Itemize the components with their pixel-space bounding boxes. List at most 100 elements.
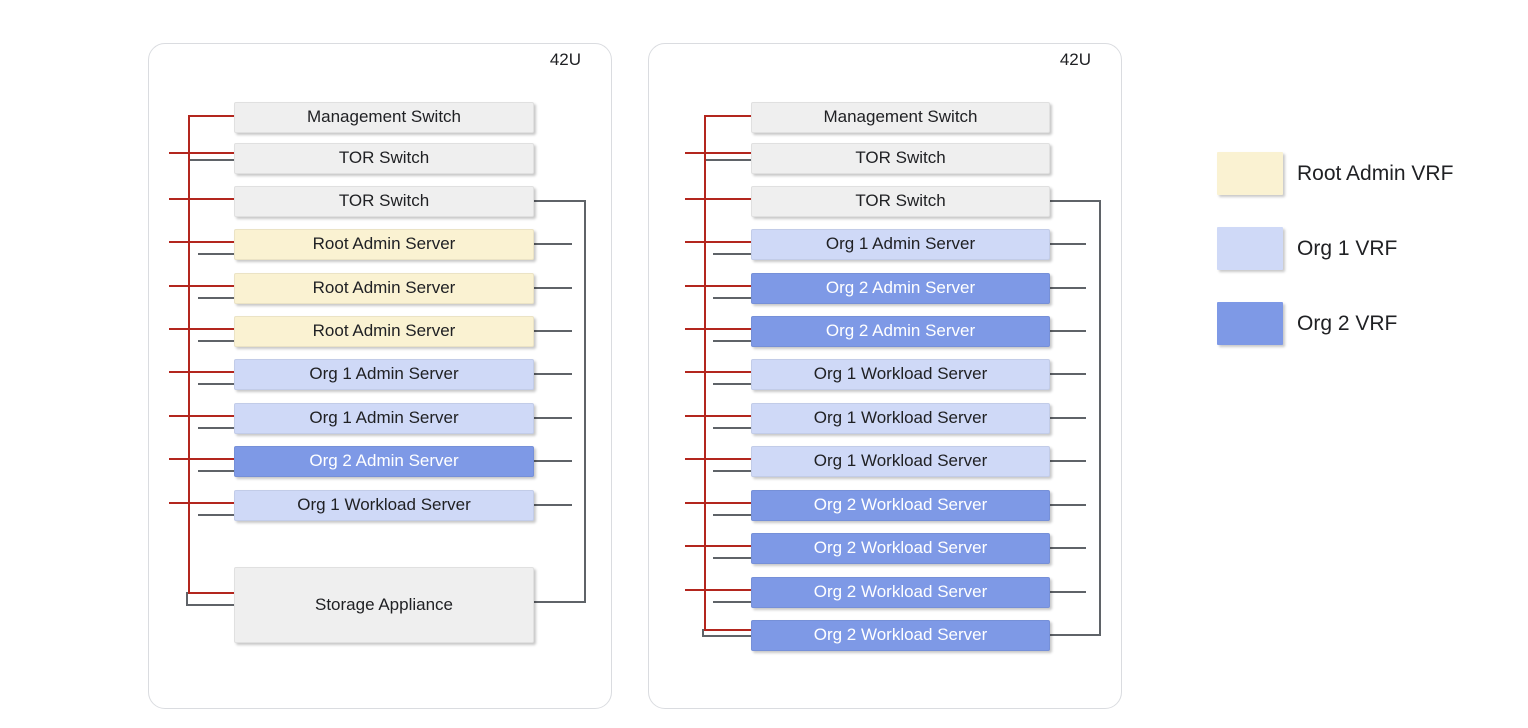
data-network-link	[702, 634, 751, 637]
rack-unit-tor-switch: TOR Switch	[751, 142, 1050, 174]
rack-unit-org-1-workload-server: Org 1 Workload Server	[234, 489, 534, 521]
rack-2-capacity-label: 42U	[1059, 50, 1091, 69]
data-network-link	[713, 514, 751, 516]
management-network-link	[685, 198, 751, 200]
data-network-trunk	[584, 200, 586, 603]
data-network-link	[198, 427, 234, 429]
rack-unit-tor-switch: TOR Switch	[234, 185, 534, 217]
management-network-link	[169, 415, 234, 417]
data-network-stub	[1050, 243, 1086, 245]
management-network-link	[169, 328, 234, 330]
data-network-link	[713, 297, 751, 299]
rack-unit-org-2-workload-server: Org 2 Workload Server	[751, 576, 1050, 608]
data-network-stub	[1050, 330, 1086, 332]
management-network-link	[169, 285, 234, 287]
data-network-stub	[1050, 591, 1086, 593]
rack-unit-org-2-workload-server: Org 2 Workload Server	[751, 489, 1050, 521]
data-network-stub	[1050, 417, 1086, 419]
management-network-link	[685, 285, 751, 287]
legend-swatch-root-admin-vrf	[1217, 152, 1283, 195]
legend-swatch-org-1-vrf	[1217, 227, 1283, 270]
management-network-link	[685, 502, 751, 504]
data-network-link	[713, 253, 751, 255]
data-network-stub	[534, 330, 572, 332]
management-network-link	[169, 241, 234, 243]
rack-unit-org-2-admin-server: Org 2 Admin Server	[751, 315, 1050, 347]
data-network-link	[702, 628, 704, 637]
management-network-link	[704, 628, 751, 631]
data-network-stub	[1050, 547, 1086, 549]
data-network-link	[198, 383, 234, 385]
rack-unit-management-switch: Management Switch	[234, 101, 534, 133]
data-network-stub	[1050, 460, 1086, 462]
rack-unit-root-admin-server: Root Admin Server	[234, 272, 534, 304]
data-network-link	[713, 427, 751, 429]
management-network-link	[685, 458, 751, 460]
data-network-stub	[534, 287, 572, 289]
data-network-link	[713, 340, 751, 342]
management-network-link	[188, 592, 234, 594]
rack-unit-org-1-workload-server: Org 1 Workload Server	[751, 358, 1050, 390]
rack-unit-org-1-admin-server: Org 1 Admin Server	[234, 358, 534, 390]
data-network-link	[704, 159, 751, 161]
rack-unit-org-2-workload-server: Org 2 Workload Server	[751, 532, 1050, 564]
data-network-stub	[1050, 373, 1086, 375]
data-network-link	[186, 604, 234, 606]
legend-label-org-1-vrf: Org 1 VRF	[1297, 236, 1398, 260]
data-network-stub	[1050, 287, 1086, 289]
data-network-stub	[534, 243, 572, 245]
management-network-link	[685, 152, 751, 154]
data-network-link	[1050, 200, 1099, 202]
data-network-link	[198, 514, 234, 516]
rack-unit-tor-switch: TOR Switch	[751, 185, 1050, 217]
management-network-trunk	[188, 115, 190, 594]
data-network-link	[188, 159, 234, 161]
data-network-link	[713, 601, 751, 603]
rack-unit-org-1-admin-server: Org 1 Admin Server	[234, 402, 534, 434]
legend-item-org-2-vrf: Org 2 VRF	[1217, 302, 1453, 345]
legend-label-root-admin-vrf: Root Admin VRF	[1297, 161, 1454, 185]
rack-unit-storage-appliance: Storage Appliance	[234, 567, 534, 643]
management-network-link	[169, 458, 234, 460]
legend-swatch-org-2-vrf	[1217, 302, 1283, 345]
data-network-link	[186, 592, 188, 606]
data-network-link	[198, 470, 234, 472]
management-network-link	[685, 241, 751, 243]
rack-1-capacity-label: 42U	[549, 50, 581, 69]
data-network-stub	[534, 373, 572, 375]
data-network-link	[198, 253, 234, 255]
rack-unit-tor-switch: TOR Switch	[234, 142, 534, 174]
management-network-link	[169, 371, 234, 373]
data-network-link	[713, 470, 751, 472]
legend-item-org-1-vrf: Org 1 VRF	[1217, 227, 1453, 270]
data-network-link	[534, 200, 584, 202]
data-network-link	[198, 297, 234, 299]
rack-unit-management-switch: Management Switch	[751, 101, 1050, 133]
management-network-link	[685, 415, 751, 417]
management-network-trunk	[704, 115, 706, 631]
legend: Root Admin VRF Org 1 VRF Org 2 VRF	[1217, 152, 1453, 377]
data-network-link	[198, 340, 234, 342]
management-network-link	[704, 115, 751, 117]
management-network-link	[169, 198, 234, 200]
management-network-link	[685, 589, 751, 591]
management-network-link	[685, 328, 751, 330]
management-network-link	[169, 152, 234, 154]
management-network-link	[685, 371, 751, 373]
rack-unit-org-2-workload-server: Org 2 Workload Server	[751, 619, 1050, 651]
data-network-stub	[534, 460, 572, 462]
data-network-link	[1050, 633, 1099, 636]
rack-unit-org-1-workload-server: Org 1 Workload Server	[751, 402, 1050, 434]
data-network-link	[713, 383, 751, 385]
legend-label-org-2-vrf: Org 2 VRF	[1297, 311, 1398, 335]
rack-unit-org-2-admin-server: Org 2 Admin Server	[751, 272, 1050, 304]
data-network-stub	[534, 504, 572, 506]
data-network-trunk	[1099, 200, 1101, 636]
management-network-link	[188, 115, 234, 117]
rack-unit-org-1-workload-server: Org 1 Workload Server	[751, 445, 1050, 477]
legend-item-root-admin-vrf: Root Admin VRF	[1217, 152, 1453, 195]
data-network-link	[713, 557, 751, 559]
